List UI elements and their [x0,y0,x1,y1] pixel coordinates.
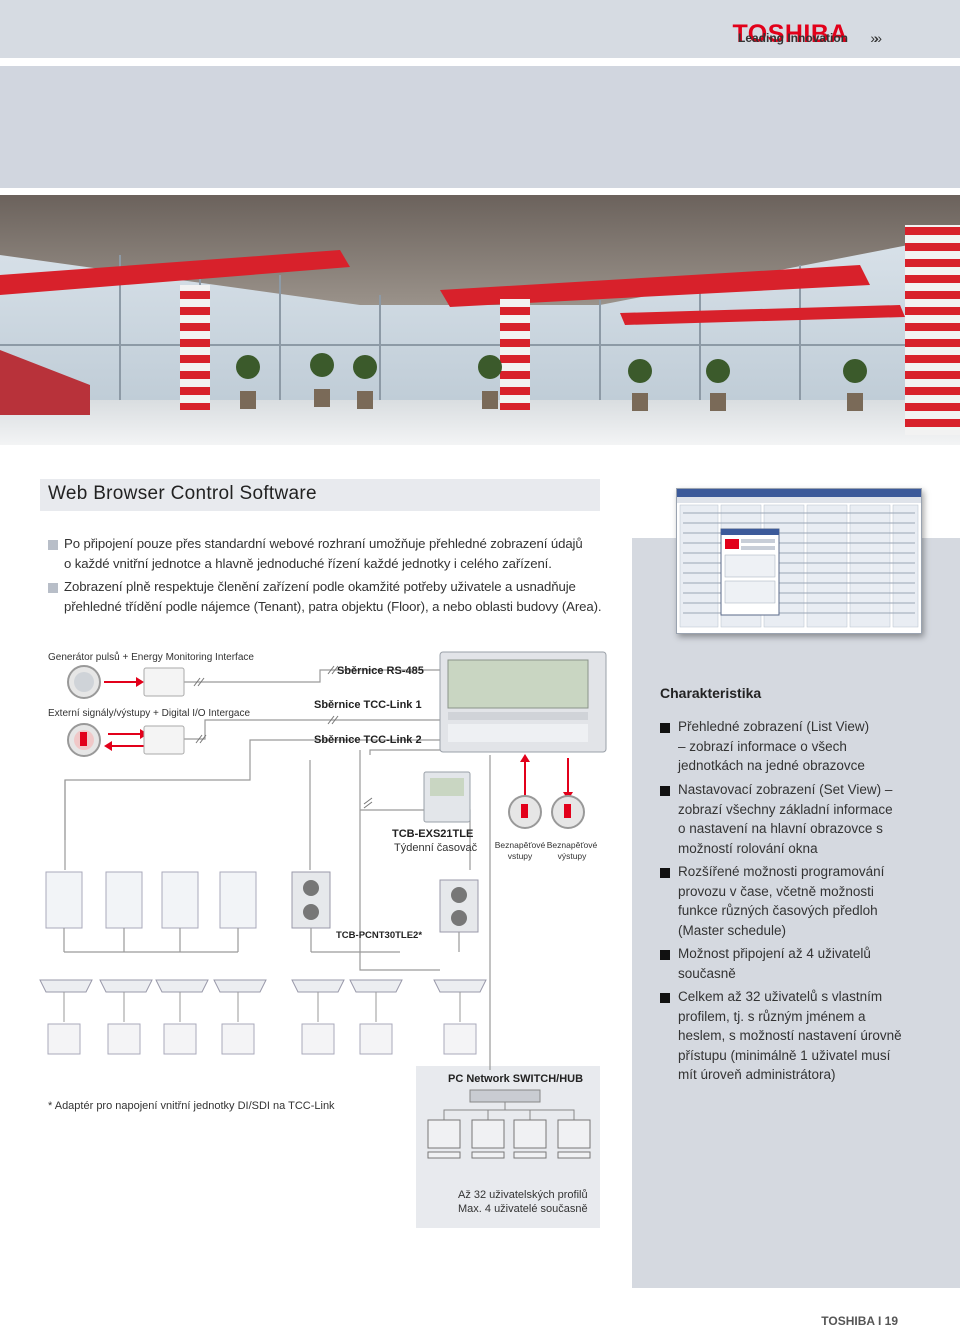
intro-line: přehledné třídění podle nájemce (Tenant)… [64,599,602,614]
intro-paragraph-1: Po připojení pouze přes standardní webov… [64,534,583,574]
intro-paragraph-2: Zobrazení plně respektuje členění zaříze… [64,577,602,617]
features-panel [632,538,960,1288]
indoor-cassette-units [39,979,487,993]
page-footer: TOSHIBA I 19 [821,1314,898,1328]
label-line: vstupy [507,851,533,861]
feature-line: Přehledné zobrazení (List View) [678,719,870,734]
label-line: Beznapěťové [546,840,598,850]
label-line: Beznapěťové [494,840,546,850]
section-title-bar [40,479,600,511]
wall-remote-controllers [47,1023,477,1055]
toshiba-logo: TOSHIBA [732,20,848,48]
bullet-square-icon [48,583,58,593]
bullet-square-icon [48,540,58,550]
tagline: Leading Innovation [738,31,848,45]
feature-line: heslem, s možností nastavení úrovně [678,1028,902,1043]
weekly-timer-device [423,771,471,823]
feature-item-scheduling: Rozšířené možnosti programování provozu … [678,862,914,940]
banner-band [0,66,960,188]
label-pulse-generator: Generátor pulsů + Energy Monitoring Inte… [48,652,254,663]
pc-monitors [427,1119,591,1159]
feature-item-user-profiles: Celkem až 32 uživatelů s vlastním profil… [678,987,914,1085]
label-network-switch: PC Network SWITCH/HUB [448,1073,584,1085]
intro-line: Zobrazení plně respektuje členění zaříze… [64,579,576,594]
feature-line: funkce různých časových předloh [678,903,878,918]
network-switch [469,1089,541,1103]
label-network-note: Až 32 uživatelských profilů Max. 4 uživa… [458,1188,588,1216]
label-dry-inputs: Beznapěťové vstupy [494,840,546,862]
label-dry-outputs: Beznapěťové výstupy [546,840,598,862]
bullet-square-icon [660,868,670,878]
feature-line: přístupu (minimálně 1 uživatel musí [678,1047,891,1063]
central-controller [439,651,607,753]
features-title: Charakteristika [660,685,762,701]
label-adapter-model: TCB-PCNT30TLE2* [336,930,423,941]
footnote: * Adaptér pro napojení vnitřní jednotky … [48,1100,335,1112]
footer-brand: TOSHIBA [821,1314,875,1328]
feature-item-list-view: Přehledné zobrazení (List View) – zobraz… [678,717,914,776]
feature-line: zobrazí všechny základní informace [678,801,893,817]
feature-line: současně [678,965,736,981]
bullet-square-icon [660,993,670,1003]
label-timer-model: TCB-EXS21TLE [392,828,474,840]
label-line: Max. 4 uživatelé současně [458,1203,588,1215]
page-number: 19 [884,1314,898,1328]
label-bus-rs485: Sběrnice RS-485 [337,665,424,677]
footer-separator: I [877,1314,882,1328]
digital-io-device [67,723,101,757]
bullet-square-icon [660,950,670,960]
feature-item-concurrent-users: Možnost připojení až 4 uživatelů současn… [678,944,914,983]
feature-line: Možnost připojení až 4 uživatelů [678,946,871,961]
feature-line: (Master schedule) [678,922,787,938]
intro-line: Po připojení pouze přes standardní webov… [64,536,583,551]
feature-line: jednotkách na jedné obrazovce [678,758,865,773]
feature-line: Rozšířené možnosti programování [678,864,885,879]
label-line: výstupy [557,851,587,861]
label-line: Až 32 uživatelských profilů [458,1189,588,1201]
label-bus-tcc-link-2: Sběrnice TCC-Link 2 [314,734,422,746]
bullet-square-icon [660,786,670,796]
feature-line: provozu v čase, včetně možnosti [678,883,874,899]
energy-meter-device [67,665,101,699]
label-external-signals: Externí signály/výstupy + Digital I/O In… [48,708,251,719]
intro-line: o každé vnitřní jednotce a hlavně jednod… [64,556,552,571]
double-chevron-icon: »» [870,30,881,46]
bullet-square-icon [660,723,670,733]
feature-line: možností rolování okna [678,840,818,856]
feature-line: Celkem až 32 uživatelů s vlastním [678,989,883,1004]
top-bar [0,0,960,62]
label-timer-desc: Týdenní časovač [394,842,478,854]
feature-line: – zobrazí informace o všech [678,738,847,754]
section-title: Web Browser Control Software [48,483,317,504]
feature-line: o nastavení na hlavní obrazovce s [678,821,883,836]
feature-line: profilem, tj. s různým jménem a [678,1008,866,1024]
system-diagram [39,651,607,1159]
outdoor-units [45,871,479,933]
feature-line: Nastavovací zobrazení (Set View) – [678,782,893,797]
label-bus-tcc-link-1: Sběrnice TCC-Link 1 [314,699,422,711]
feature-item-set-view: Nastavovací zobrazení (Set View) – zobra… [678,780,914,858]
feature-line: mít úroveň administrátora) [678,1067,836,1082]
atrium-photo [0,195,960,445]
software-screenshot [676,488,922,634]
